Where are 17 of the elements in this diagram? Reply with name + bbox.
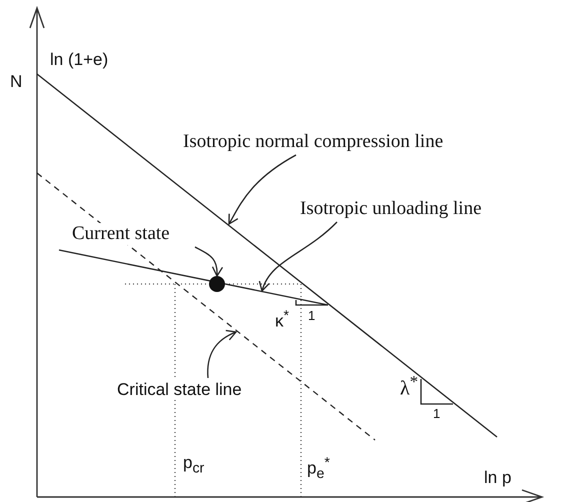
state-label: Current state: [72, 223, 170, 245]
line-label: Critical state line: [117, 380, 242, 400]
slope-label: 1: [433, 407, 440, 421]
slope-label: κ$^{*}$: [275, 307, 290, 332]
slope-label: λ$^{*}$: [400, 372, 418, 399]
leader-line: [228, 154, 296, 225]
axis-label: ln p: [484, 468, 512, 488]
line-label: Isotropic normal compression line: [183, 131, 444, 153]
line-label: Isotropic unloading line: [300, 198, 482, 220]
slope-label: 1: [308, 309, 316, 323]
leader-line: [207, 330, 237, 378]
axis-value-label: p$_{cr}$: [183, 453, 204, 478]
current-state-dot: [209, 276, 225, 292]
leader-line: [260, 222, 338, 292]
axis-label: ln (1+e): [50, 50, 108, 70]
axis-value-label: N: [10, 72, 22, 92]
leader-line: [194, 246, 223, 277]
